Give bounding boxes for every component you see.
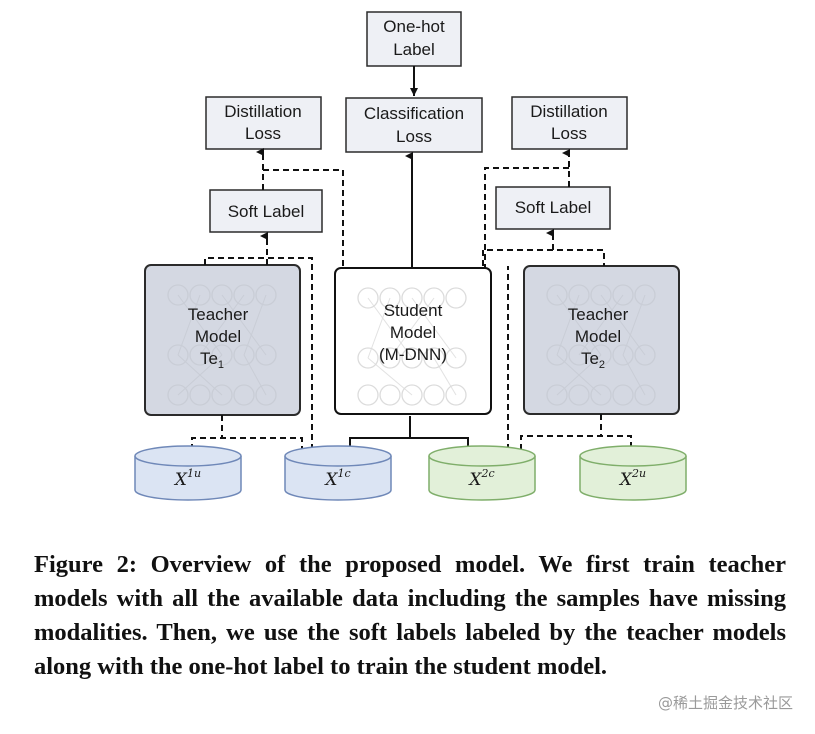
teacher2-line2: Model [575,327,621,346]
distillation-loss-left-line1: Distillation [224,102,301,121]
neural-network-icon [546,284,656,406]
student-line2: Model [390,323,436,342]
one-hot-label-line1: One-hot [383,17,445,36]
student-model-box: Student Model (M-DNN) [334,267,492,415]
x2u-label: X2u [618,467,646,490]
database-x2c: X2c [428,445,536,501]
database-x2u: X2u [579,445,687,501]
figure-caption: Figure 2: Overview of the proposed model… [34,551,786,680]
student-input-branch [349,437,469,450]
teacher2-line1: Teacher [568,305,629,324]
watermark-text: @稀土掘金技术社区 [657,694,793,712]
student-to-distill-left-link [263,169,344,268]
x1c-to-teacher1-link [204,257,313,450]
distillation-loss-left-line2: Loss [245,124,281,143]
database-x1u: X1u [134,445,242,501]
neural-network-icon [167,284,277,406]
teacher2-subscript: 2 [599,359,605,371]
teacher2-line3: Te2 [581,349,605,371]
soft-label-right-box: Soft Label [495,186,611,230]
x1u-label: X1u [173,467,201,490]
student-line1: Student [384,301,443,320]
teacher-model-2-box: Teacher Model Te2 [523,265,680,415]
student-line3: (M-DNN) [379,345,447,364]
teacher1-line2: Model [195,327,241,346]
teacher1-line1: Teacher [188,305,249,324]
soft-label-left-text: Soft Label [228,202,305,221]
model-overview-diagram: One-hot Label Classification Loss Distil… [134,11,687,501]
teacher1-subscript: 1 [218,359,224,371]
classification-loss-line2: Loss [396,127,432,146]
neural-network-icon [357,287,467,406]
teacher1-line3: Te1 [200,349,224,371]
one-hot-label-box: One-hot Label [366,11,462,67]
teacher2-soft-label-link [482,249,605,266]
distillation-loss-right-line2: Loss [551,124,587,143]
teacher1-abbrev: Te [200,349,218,368]
x2c-label: X2c [467,467,494,490]
soft-label-left-box: Soft Label [209,189,323,233]
x1c-label: X1c [323,467,350,490]
distillation-loss-left-box: Distillation Loss [205,96,322,150]
distillation-loss-right-box: Distillation Loss [511,96,628,150]
teacher-model-1-box: Teacher Model Te1 [144,264,301,416]
one-hot-label-line2: Label [393,40,435,59]
classification-loss-line1: Classification [364,104,464,123]
teacher2-input-branch [520,435,632,450]
student-to-distill-right-link [484,167,569,268]
classification-loss-box: Classification Loss [345,97,483,153]
database-x1c: X1c [284,445,392,501]
teacher1-input-branch [191,437,303,450]
teacher2-abbrev: Te [581,349,599,368]
distillation-loss-right-line1: Distillation [530,102,607,121]
soft-label-right-text: Soft Label [515,198,592,217]
